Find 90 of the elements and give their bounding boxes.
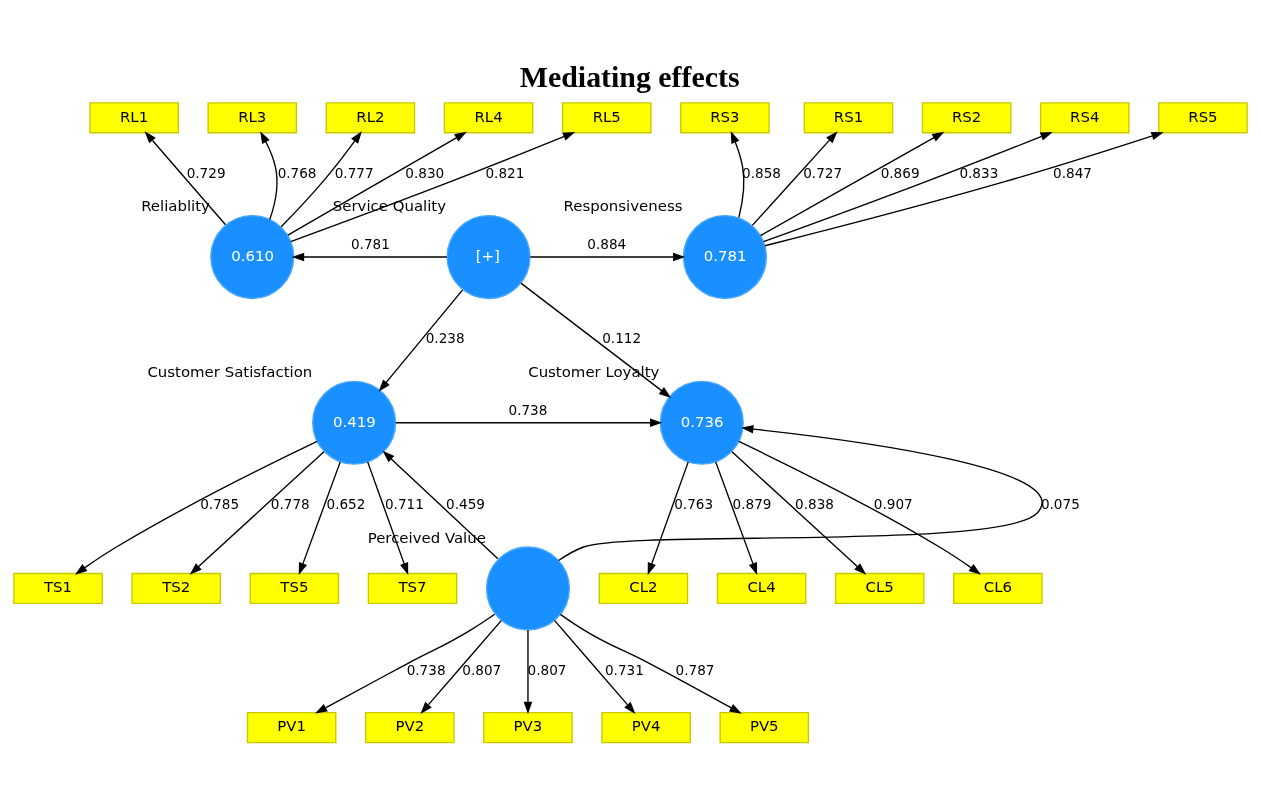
edge-label: 0.238 [425, 329, 465, 346]
node-box: RL5 [561, 101, 652, 133]
diagram-title: Mediating effects [519, 59, 740, 93]
node-box: RL2 [325, 101, 416, 133]
arrow [731, 450, 867, 575]
edge-label: 0.838 [795, 495, 834, 512]
node-box: RS4 [1039, 101, 1130, 133]
node-box: TS5 [249, 572, 340, 604]
edge-label: 0.785 [200, 495, 240, 512]
edge-label: 0.807 [462, 661, 502, 678]
arrow [291, 252, 448, 261]
edge-label: 0.884 [587, 235, 627, 252]
arrow [420, 619, 503, 714]
node-box: RL4 [443, 101, 534, 133]
edge-label: 0.763 [674, 495, 714, 512]
node-circle: 0.781 [682, 214, 767, 299]
node-box: TS2 [131, 572, 222, 604]
arrow [529, 252, 686, 261]
arrow [290, 131, 576, 242]
arrow [557, 424, 1043, 561]
edge-label: 0.729 [186, 164, 226, 181]
arrow [738, 440, 981, 575]
arrow [378, 288, 464, 392]
edge-label: 0.727 [803, 164, 843, 181]
node-box: CL6 [953, 572, 1043, 604]
edge-label: 0.830 [405, 164, 445, 181]
node-label: Responsiveness [563, 196, 683, 215]
edge-label: 0.738 [406, 661, 446, 678]
node-label: Reliablity [141, 196, 210, 215]
arrow [764, 131, 1164, 246]
node-circle [485, 545, 571, 630]
arrow [730, 130, 745, 218]
edge-label: 0.847 [1053, 164, 1093, 181]
edge-label: 0.858 [742, 164, 781, 181]
node-box: CL4 [716, 572, 807, 604]
arrow [395, 417, 663, 427]
node-box: RS1 [803, 101, 894, 133]
edge-label: 0.711 [384, 495, 424, 512]
node-box: TS7 [367, 572, 458, 604]
node-box: PV4 [601, 711, 691, 743]
arrow [523, 628, 533, 714]
edge-label: 0.731 [604, 661, 644, 678]
arrow [553, 619, 636, 714]
edge-label: 0.738 [508, 401, 548, 418]
edge-label: 0.075 [1040, 495, 1080, 512]
edge-label: 0.879 [732, 495, 772, 512]
node-box: PV2 [365, 711, 455, 743]
node-circle: 0.610 [210, 214, 295, 299]
node-box: PV5 [719, 711, 810, 743]
edge-label: 0.907 [873, 495, 913, 512]
node-box: PV3 [483, 711, 573, 743]
node-box: RS2 [921, 101, 1012, 133]
node-box: RL3 [207, 101, 298, 133]
edge-label: 0.869 [880, 164, 920, 181]
arrow [280, 130, 362, 228]
arrow [315, 613, 496, 714]
arrow [298, 460, 341, 575]
arrow [287, 131, 467, 236]
arrow [382, 450, 499, 560]
edge-label: 0.787 [675, 661, 715, 678]
edge-label: 0.652 [326, 495, 366, 512]
arrow [559, 613, 742, 714]
arrow [367, 460, 409, 575]
node-box: TS1 [13, 572, 103, 604]
edge-label: 0.112 [602, 329, 642, 346]
arrow [715, 460, 758, 575]
node-label: Customer Satisfaction [147, 362, 313, 381]
arrow [762, 131, 1053, 242]
edge-label: 0.768 [277, 164, 317, 181]
arrow [647, 460, 689, 575]
node-box: RS3 [680, 101, 770, 133]
node-box: RL1 [89, 101, 179, 133]
node-box: PV1 [246, 711, 337, 743]
arrow [520, 282, 672, 398]
node-box: RS5 [1158, 101, 1248, 133]
edge-label: 0.833 [959, 164, 999, 181]
arrow [260, 130, 278, 220]
node-box: CL2 [598, 572, 689, 604]
arrow [189, 450, 325, 575]
arrow [751, 130, 838, 226]
arrow [74, 440, 318, 575]
edge-label: 0.781 [350, 235, 390, 252]
node-box: CL5 [834, 572, 925, 604]
edge-label: 0.778 [270, 495, 310, 512]
edge-label: 0.777 [334, 164, 374, 181]
edge-label: 0.821 [485, 164, 525, 181]
arrow [144, 130, 227, 225]
edge-label: 0.459 [446, 495, 485, 512]
node-circle: [+] [446, 214, 531, 299]
arrow [759, 131, 945, 236]
